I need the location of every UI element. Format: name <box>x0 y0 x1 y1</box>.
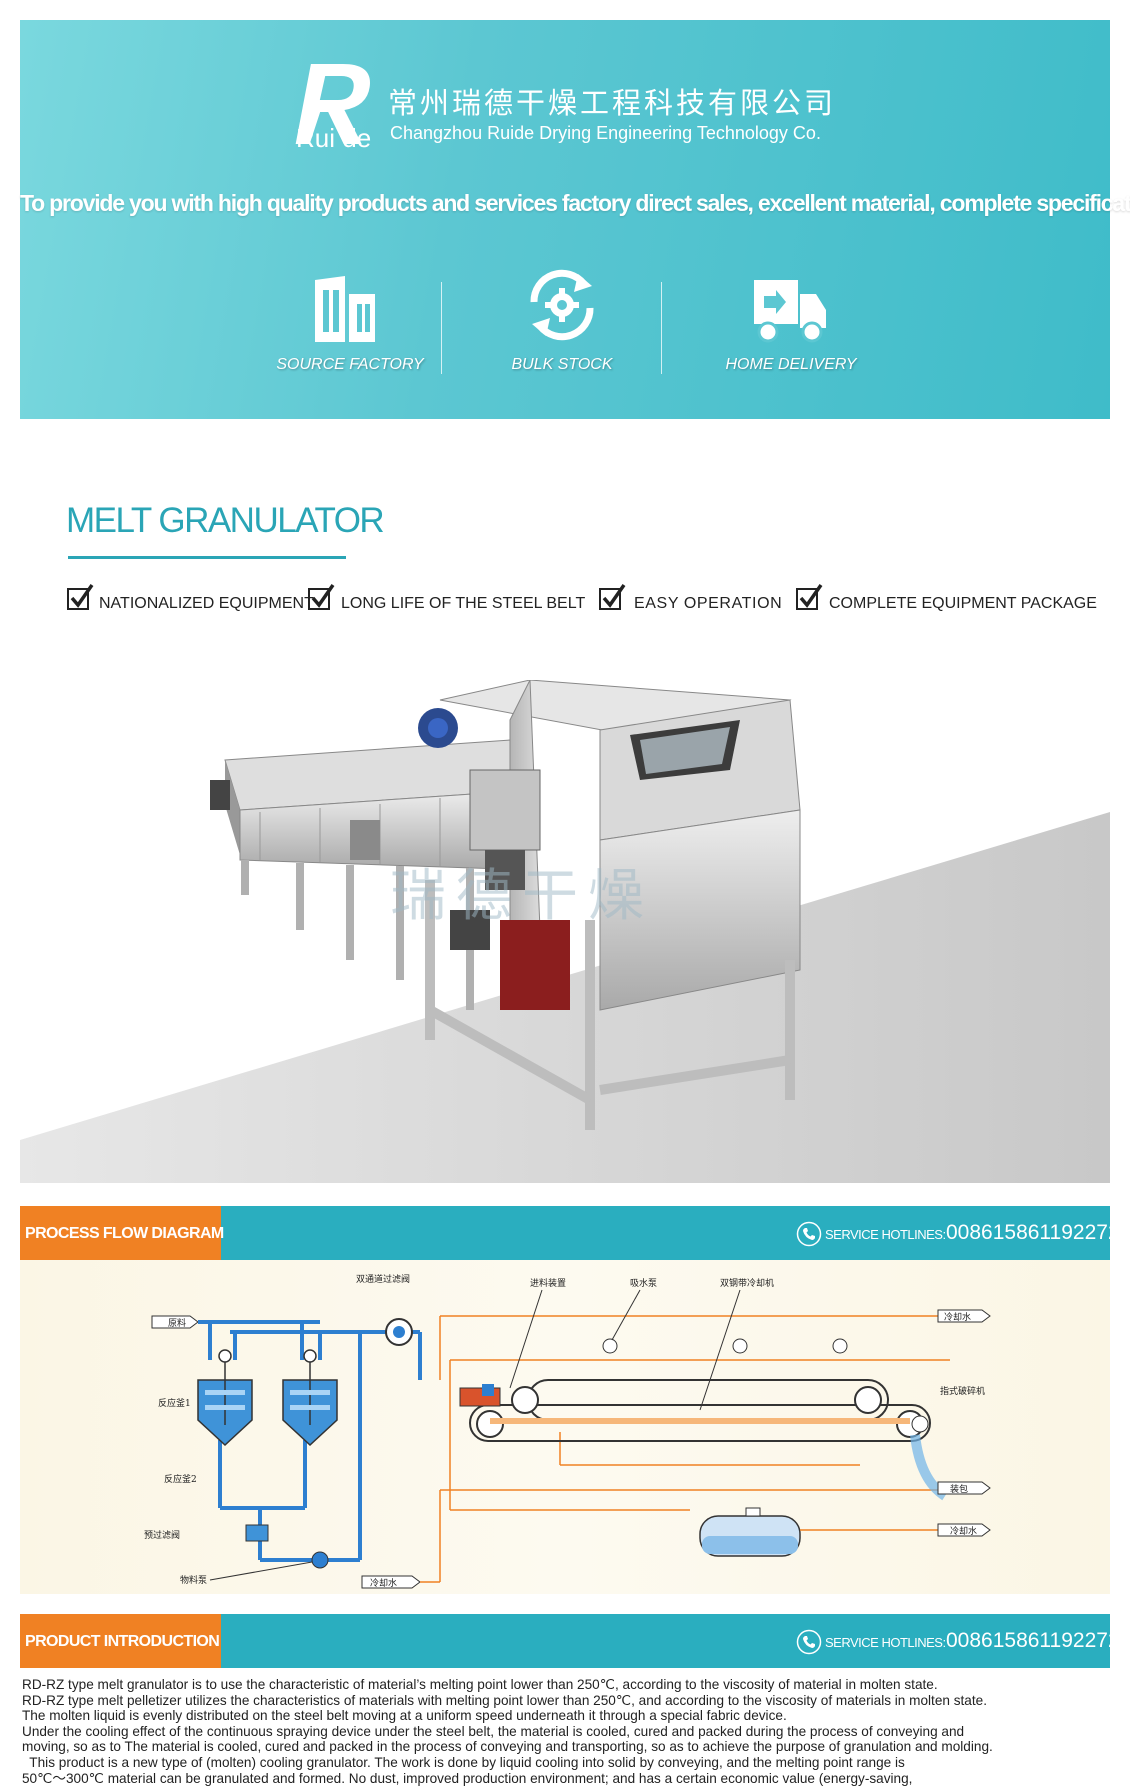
feature-label-bulk-stock: BULK STOCK <box>511 356 613 373</box>
checkbox-icon <box>796 583 823 610</box>
hotline-number[interactable]: 008615861192272 <box>946 1221 1120 1244</box>
label-reactor-1: 反应釜1 <box>158 1397 191 1409</box>
feature-label-home-delivery: HOME DELIVERY <box>725 356 857 373</box>
feature-divider <box>441 282 442 374</box>
label-material-pump: 物料泵 <box>180 1574 207 1586</box>
feature-divider <box>661 282 662 374</box>
product-introduction-title: PRODUCT INTRODUCTION <box>25 1633 220 1650</box>
feature-check-label: COMPLETE EQUIPMENT PACKAGE <box>829 595 1097 612</box>
phone-icon <box>796 1629 822 1655</box>
process-bar-tag <box>20 1206 221 1260</box>
intro-line: RD-RZ type melt granulator is to use the… <box>22 1677 938 1692</box>
label-dual-filter-valve: 双通道过滤阀 <box>356 1273 410 1285</box>
intro-line: 50℃～300℃ material can be granulated and … <box>22 1770 913 1786</box>
top-banner <box>20 20 1110 419</box>
logo-text: Rui de <box>296 123 372 153</box>
label-raw-material: 原料 <box>168 1317 186 1329</box>
checkbox-icon <box>599 583 626 610</box>
label-feeder: 进料装置 <box>530 1277 566 1289</box>
title-underline <box>68 556 346 559</box>
hotline-label: SERVICE HOTLINES: <box>825 1635 946 1650</box>
factory-buildings-icon <box>315 276 375 342</box>
intro-line: The molten liquid is evenly distributed … <box>22 1708 787 1724</box>
phone-icon <box>796 1221 822 1247</box>
feature-check-label: LONG LIFE OF THE STEEL BELT <box>341 595 586 612</box>
checkbox-icon <box>67 583 94 610</box>
intro-bar <box>221 1614 1110 1668</box>
company-name-en: Changzhou Ruide Drying Engineering Techn… <box>390 123 821 143</box>
label-prefilter-valve: 预过滤阀 <box>144 1529 180 1541</box>
checkbox-icon <box>308 583 335 610</box>
intro-line: This product is a new type of (molten) c… <box>22 1754 905 1770</box>
feature-check-label: NATIONALIZED EQUIPMENT <box>99 595 314 612</box>
process-flow-drawing: 原料 <box>144 1273 991 1589</box>
hotline-label: SERVICE HOTLINES: <box>825 1227 946 1242</box>
label-reactor-2: 反应釜2 <box>164 1473 197 1485</box>
melt-granulator-machine-image: 瑞德干燥 <box>210 680 801 1130</box>
company-name-cn: 常州瑞德干燥工程科技有限公司 <box>388 86 837 120</box>
intro-line: moving, so as to The material is cooled,… <box>22 1739 993 1755</box>
label-cooling-water-bottom: 冷却水 <box>370 1577 397 1589</box>
ruide-logo <box>295 64 370 144</box>
delivery-truck-icon <box>754 280 826 343</box>
label-double-belt-cooler: 双钢带冷却机 <box>720 1277 774 1289</box>
process-flow-title: PROCESS FLOW DIAGRAM <box>25 1225 224 1242</box>
intro-line: Under the cooling effect of the continuo… <box>22 1723 965 1739</box>
label-cooling-water-top: 冷却水 <box>944 1311 971 1323</box>
product-title: MELT GRANULATOR <box>66 501 385 540</box>
hotline-number[interactable]: 008615861192272 <box>946 1629 1120 1652</box>
label-packing: 装包 <box>950 1483 968 1495</box>
feature-check-label: EASY OPERATION <box>634 595 783 612</box>
rotating-gear-icon <box>530 269 594 341</box>
label-suction-pump: 吸水泵 <box>630 1277 657 1289</box>
intro-line: RD-RZ type melt pelletizer utilizes the … <box>22 1692 987 1708</box>
label-cooling-water-right: 冷却水 <box>950 1525 977 1537</box>
watermark-text: 瑞德干燥 <box>390 864 654 929</box>
product-introduction-text: RD-RZ type melt granulator is to use the… <box>22 1677 1122 1786</box>
feature-label-source-factory: SOURCE FACTORY <box>276 356 424 373</box>
label-finger-crusher: 指式破碎机 <box>940 1385 985 1397</box>
intro-bar-tag <box>20 1614 221 1668</box>
process-bar <box>221 1206 1110 1260</box>
banner-slogan: To provide you with high quality product… <box>20 190 1130 216</box>
